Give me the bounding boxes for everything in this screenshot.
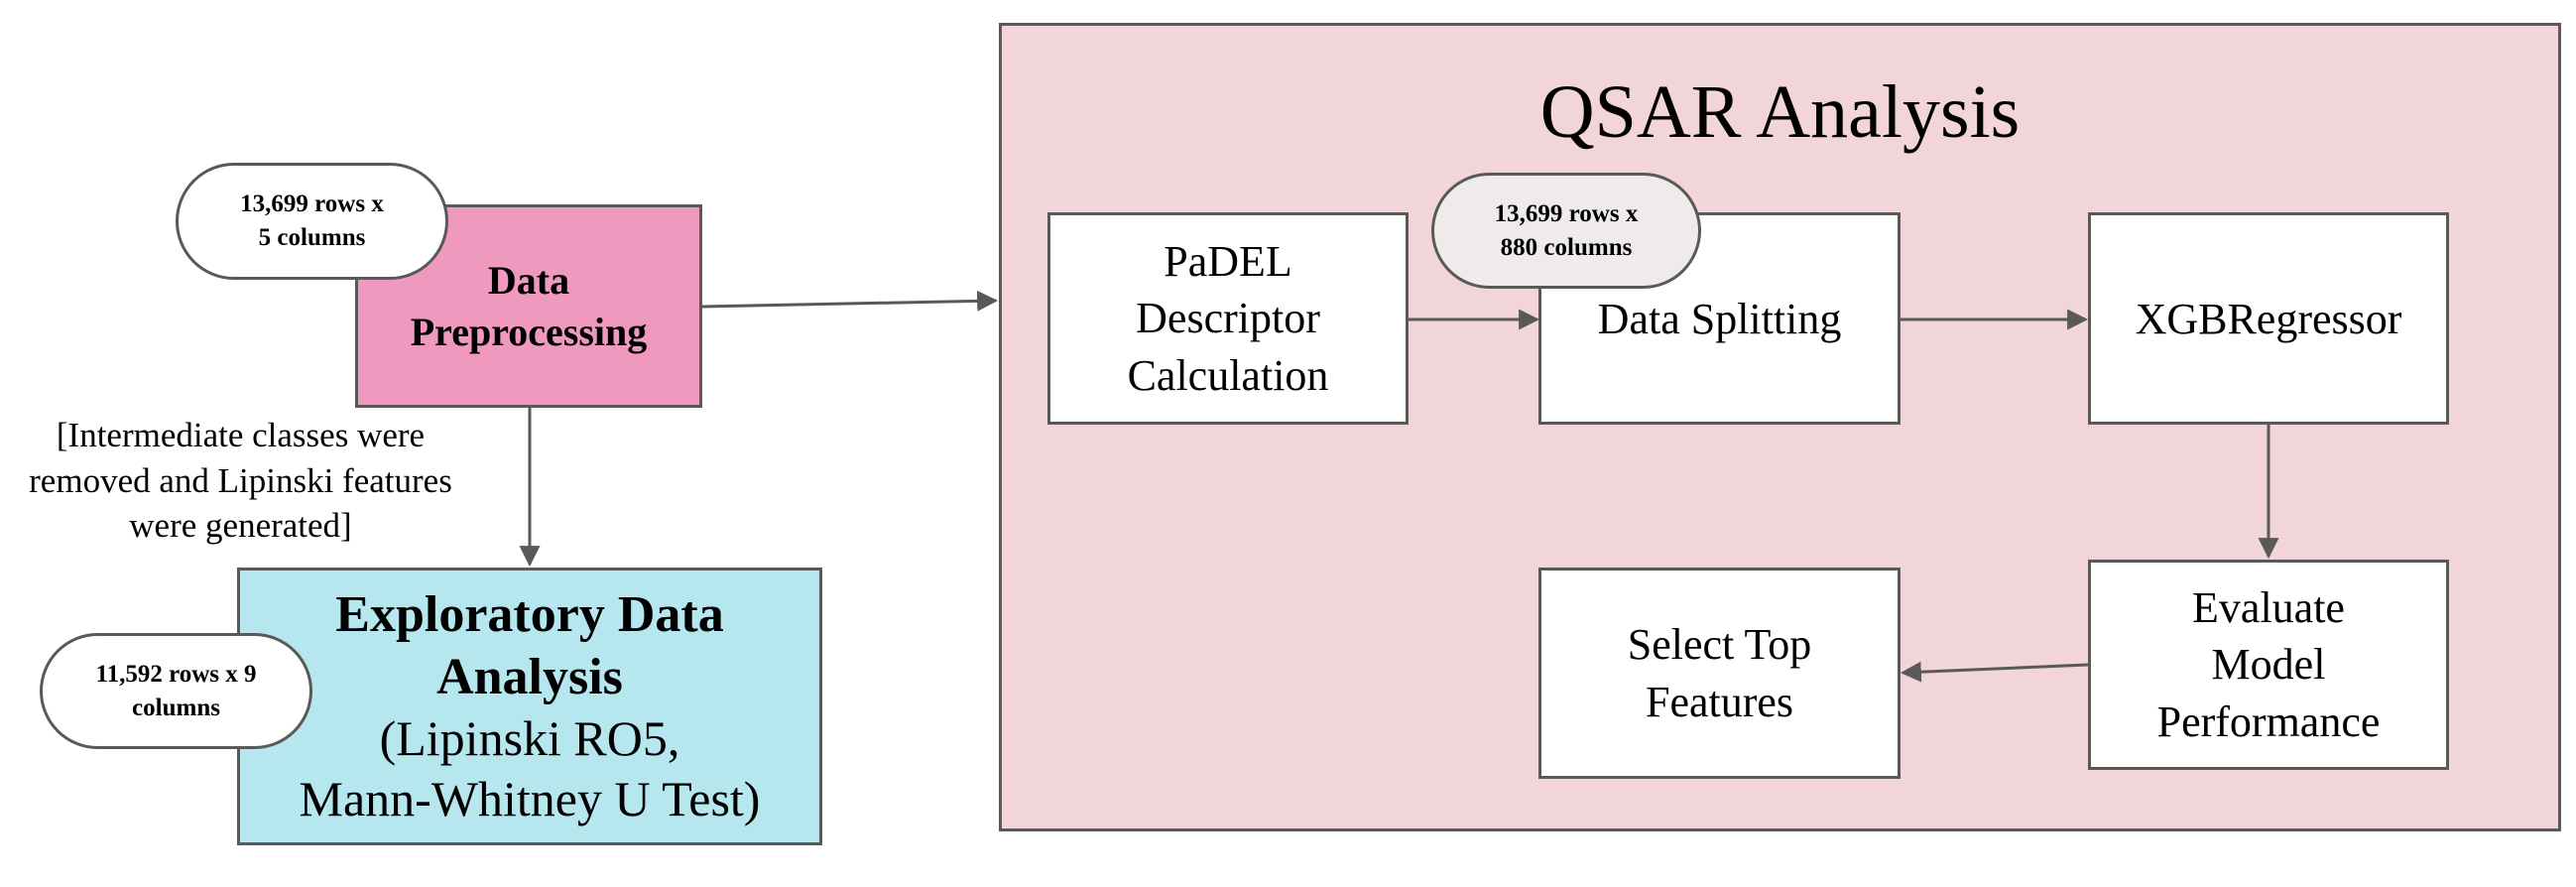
eda-row-count-badge: 11,592 rows x 9 columns <box>40 633 312 749</box>
preprocessing-row-count-badge: 13,699 rows x 5 columns <box>176 163 448 280</box>
select-top-features-box: Select Top Features <box>1538 568 1901 779</box>
preprocessing-note: [Intermediate classes were removed and L… <box>29 416 452 545</box>
arrow-preprocessing-to-qsar <box>701 290 999 312</box>
exploratory-data-analysis-box: Exploratory Data Analysis (Lipinski RO5,… <box>237 568 822 845</box>
arrow-evaluate-to-select <box>1900 661 2089 683</box>
split-row-count-badge: 13,699 rows x 880 columns <box>1431 173 1701 289</box>
qsar-analysis-title: QSAR Analysis <box>1539 70 2021 154</box>
evaluate-performance-box: Evaluate Model Performance <box>2088 560 2449 770</box>
data-preprocessing-box: Data Preprocessing <box>355 204 702 408</box>
padel-descriptor-box: PaDEL Descriptor Calculation <box>1047 212 1409 425</box>
xgbregressor-box: XGBRegressor <box>2088 212 2449 425</box>
